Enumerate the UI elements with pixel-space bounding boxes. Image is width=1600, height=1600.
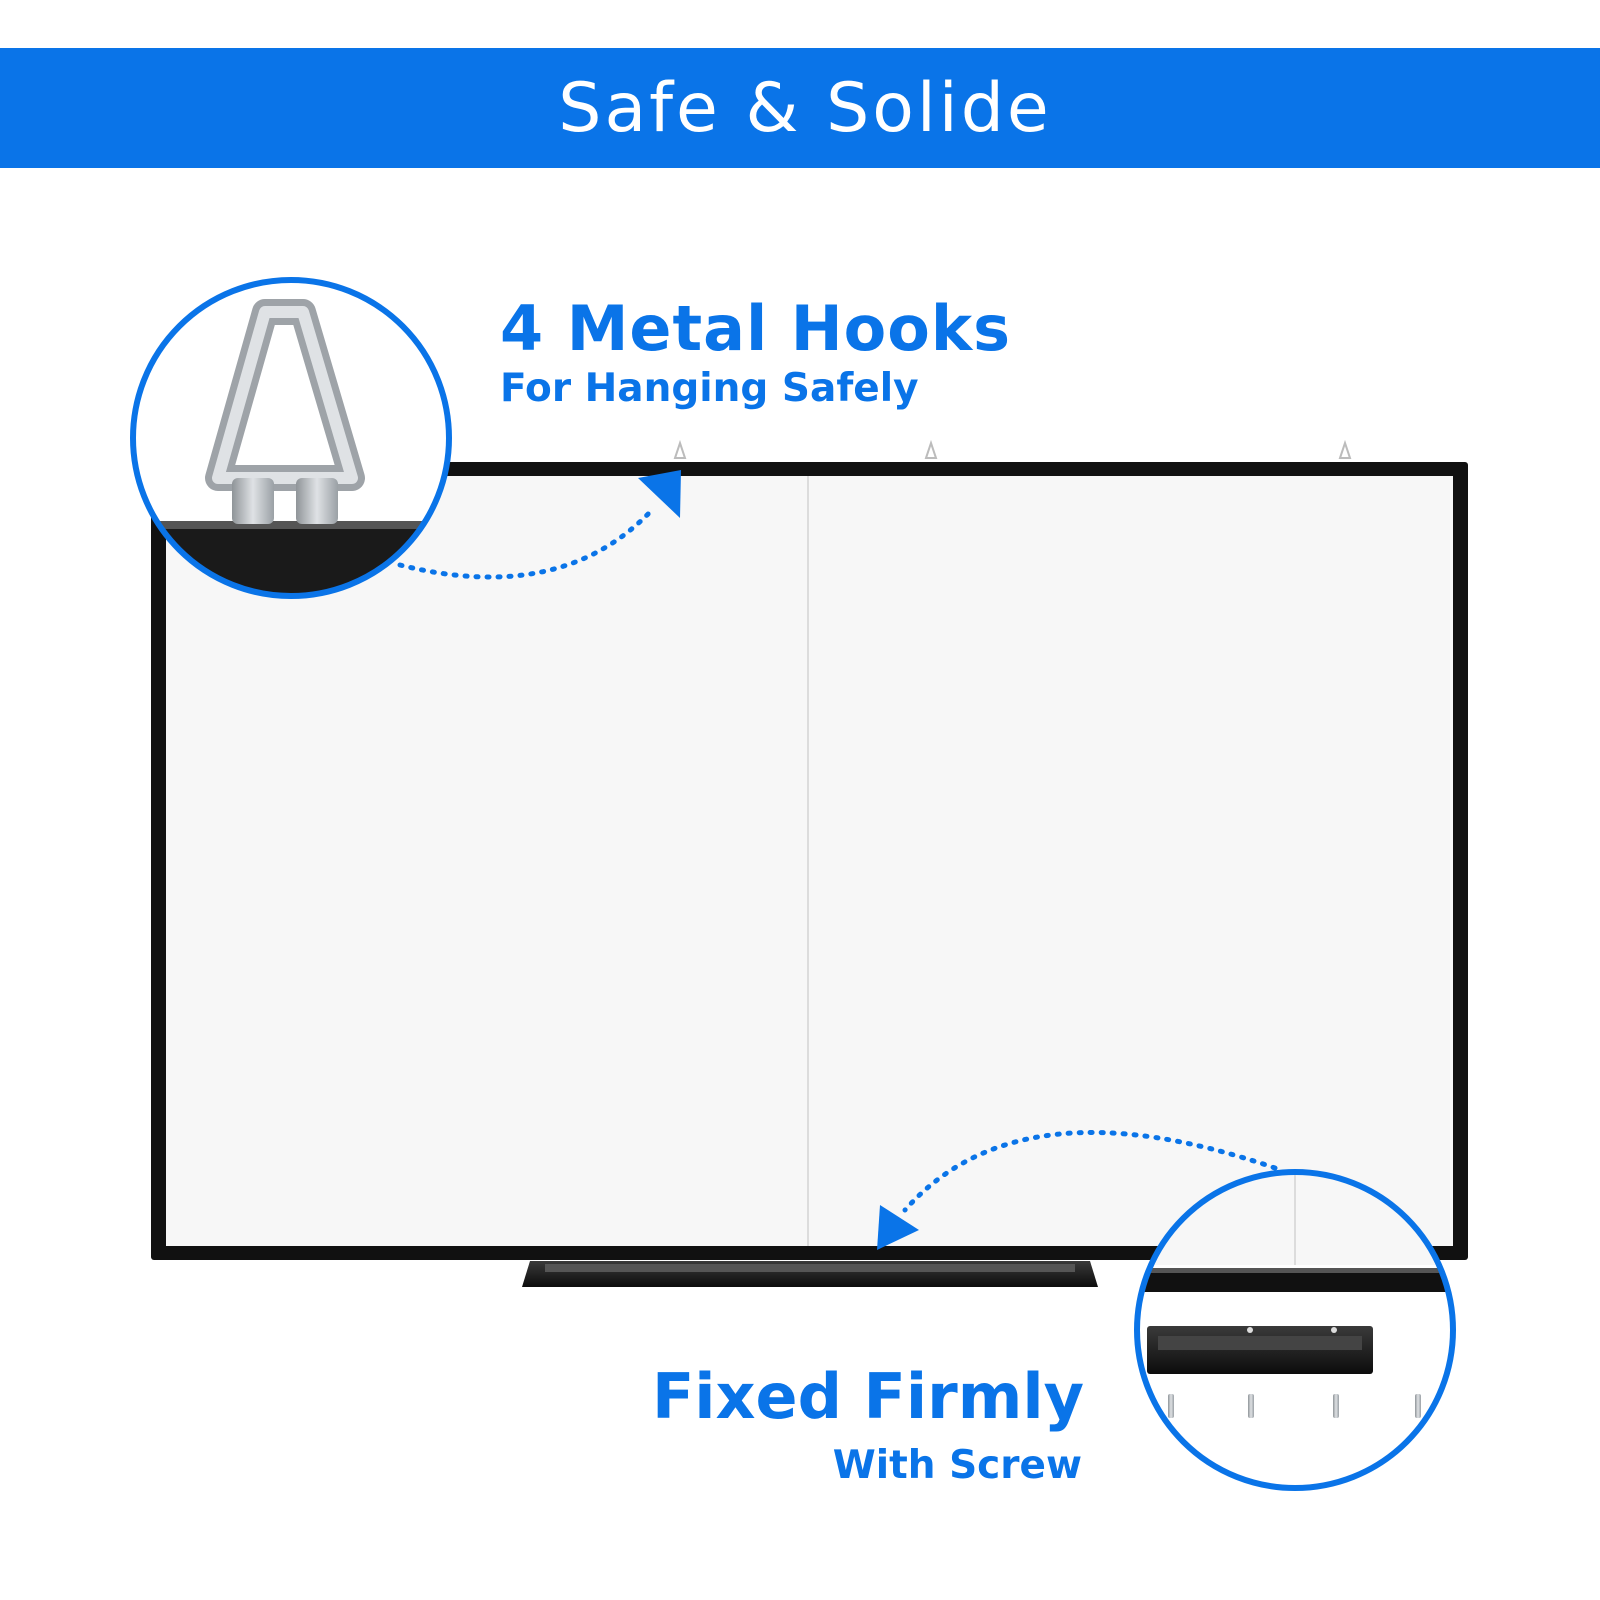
hook-pointer-arrow: [397, 470, 681, 580]
whiteboard: [151, 462, 1468, 1260]
header-banner: Safe & Solide: [0, 48, 1600, 168]
marker-tray: [522, 1261, 1098, 1287]
arrow-icon: [638, 470, 681, 518]
screw-detail-circle: [1134, 1169, 1456, 1491]
hook-icon-1: [673, 439, 687, 459]
board-hooks: [673, 439, 1352, 459]
hook-detail-circle: [130, 277, 452, 599]
banner-title: Safe & Solide: [558, 68, 1052, 148]
screw-pointer-arrow: [877, 1130, 1278, 1250]
triangle-hook-icon: [205, 299, 365, 524]
arrow-icon: [877, 1205, 919, 1250]
hooks-callout-subtitle: For Hanging Safely: [500, 366, 919, 411]
hooks-callout-title: 4 Metal Hooks: [500, 292, 1011, 365]
screw-callout-subtitle: With Screw: [832, 1443, 1082, 1488]
hook-icon-2: [924, 439, 938, 459]
screw-icon: [1168, 1394, 1421, 1418]
hook-icon-3: [1338, 439, 1352, 459]
screw-callout-title: Fixed Firmly: [651, 1360, 1084, 1433]
